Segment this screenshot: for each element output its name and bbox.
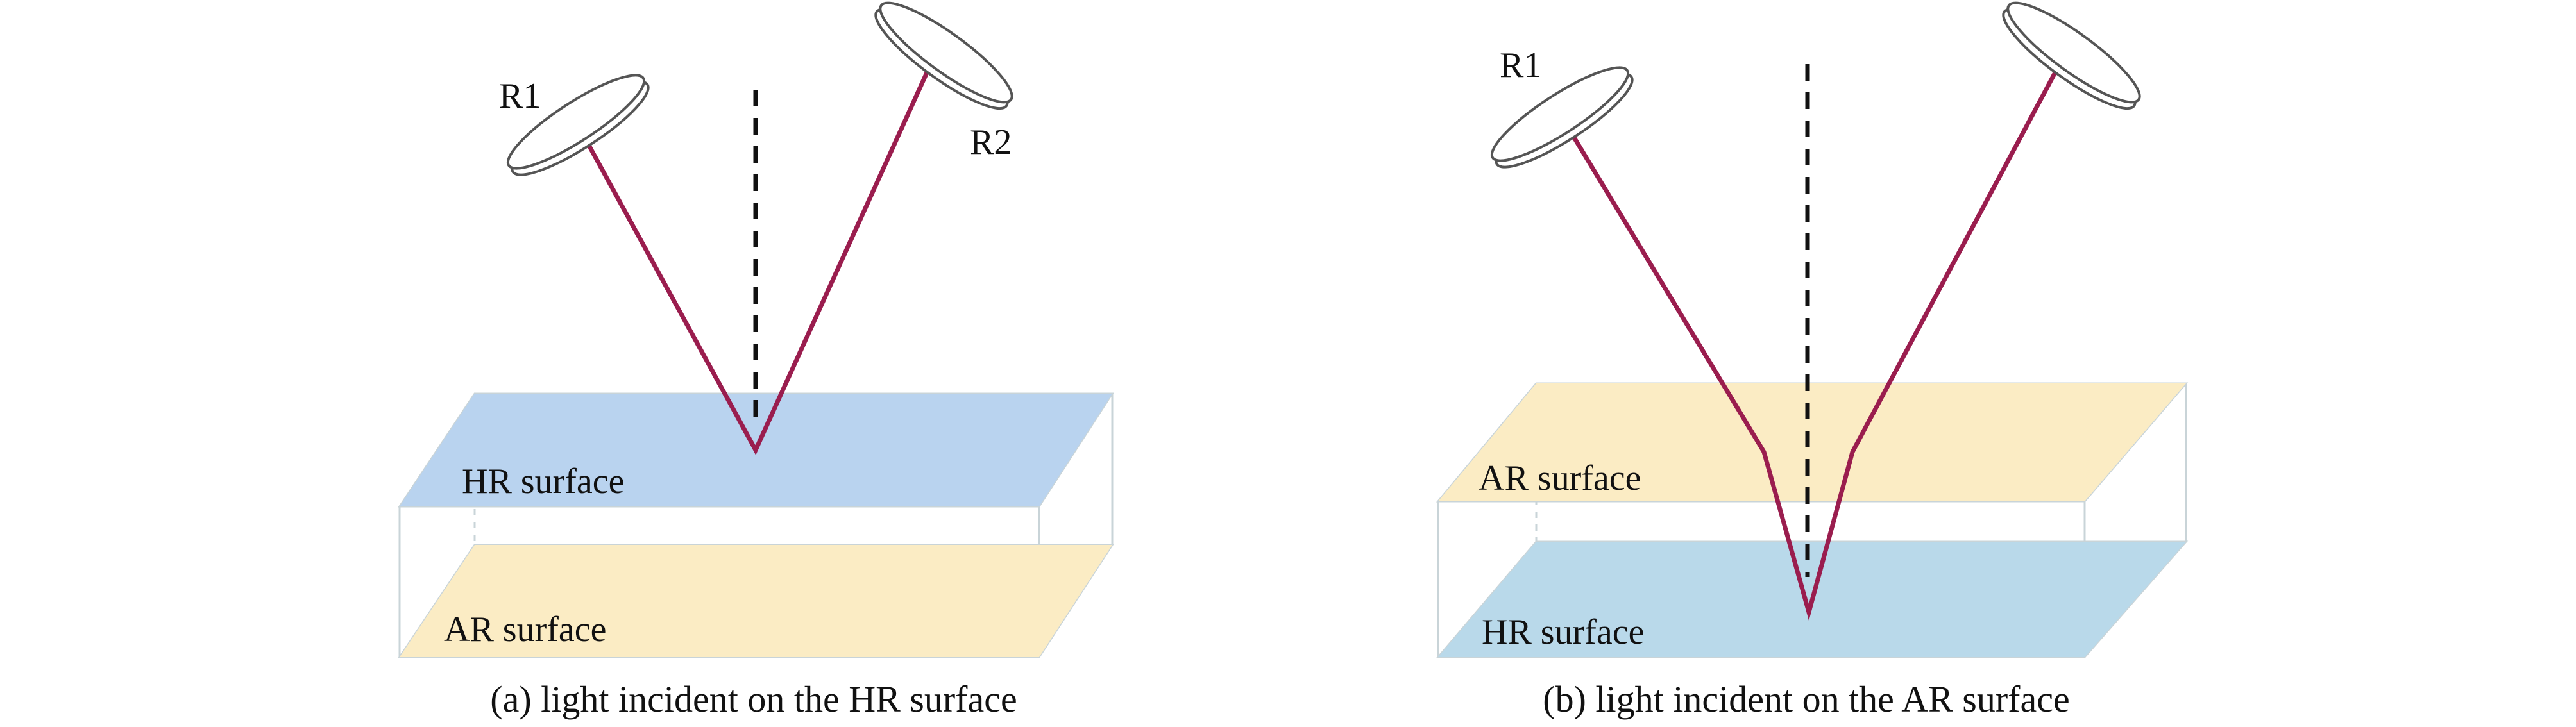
ar-surface-plane	[400, 545, 1112, 657]
panel-b: AR surface HR surface R1 (b) light incid…	[1436, 1, 2189, 720]
mirror-r1-label: R1	[499, 76, 541, 116]
ar-surface-plane	[1438, 383, 2186, 501]
mirror-r2	[2002, 1, 2141, 110]
ar-surface-label: AR surface	[444, 610, 606, 649]
mirror-r1-label: R1	[1500, 46, 1541, 85]
caption-a: (a) light incident on the HR surface	[490, 678, 1017, 720]
hr-surface-label: HR surface	[1482, 612, 1644, 652]
caption-b: (b) light incident on the AR surface	[1543, 678, 2069, 720]
light-beam	[573, 62, 933, 455]
mirror-r1	[1490, 66, 1634, 169]
mirror-r1	[506, 74, 650, 176]
panel-a: HR surface AR surface R1 R2 (a) light in…	[398, 1, 1114, 720]
mirror-r2-label: R2	[970, 122, 1012, 162]
ar-surface-label: AR surface	[1479, 458, 1641, 498]
hr-surface-label: HR surface	[462, 462, 624, 501]
light-beam	[1557, 62, 2062, 621]
mirror-r2	[874, 1, 1013, 110]
